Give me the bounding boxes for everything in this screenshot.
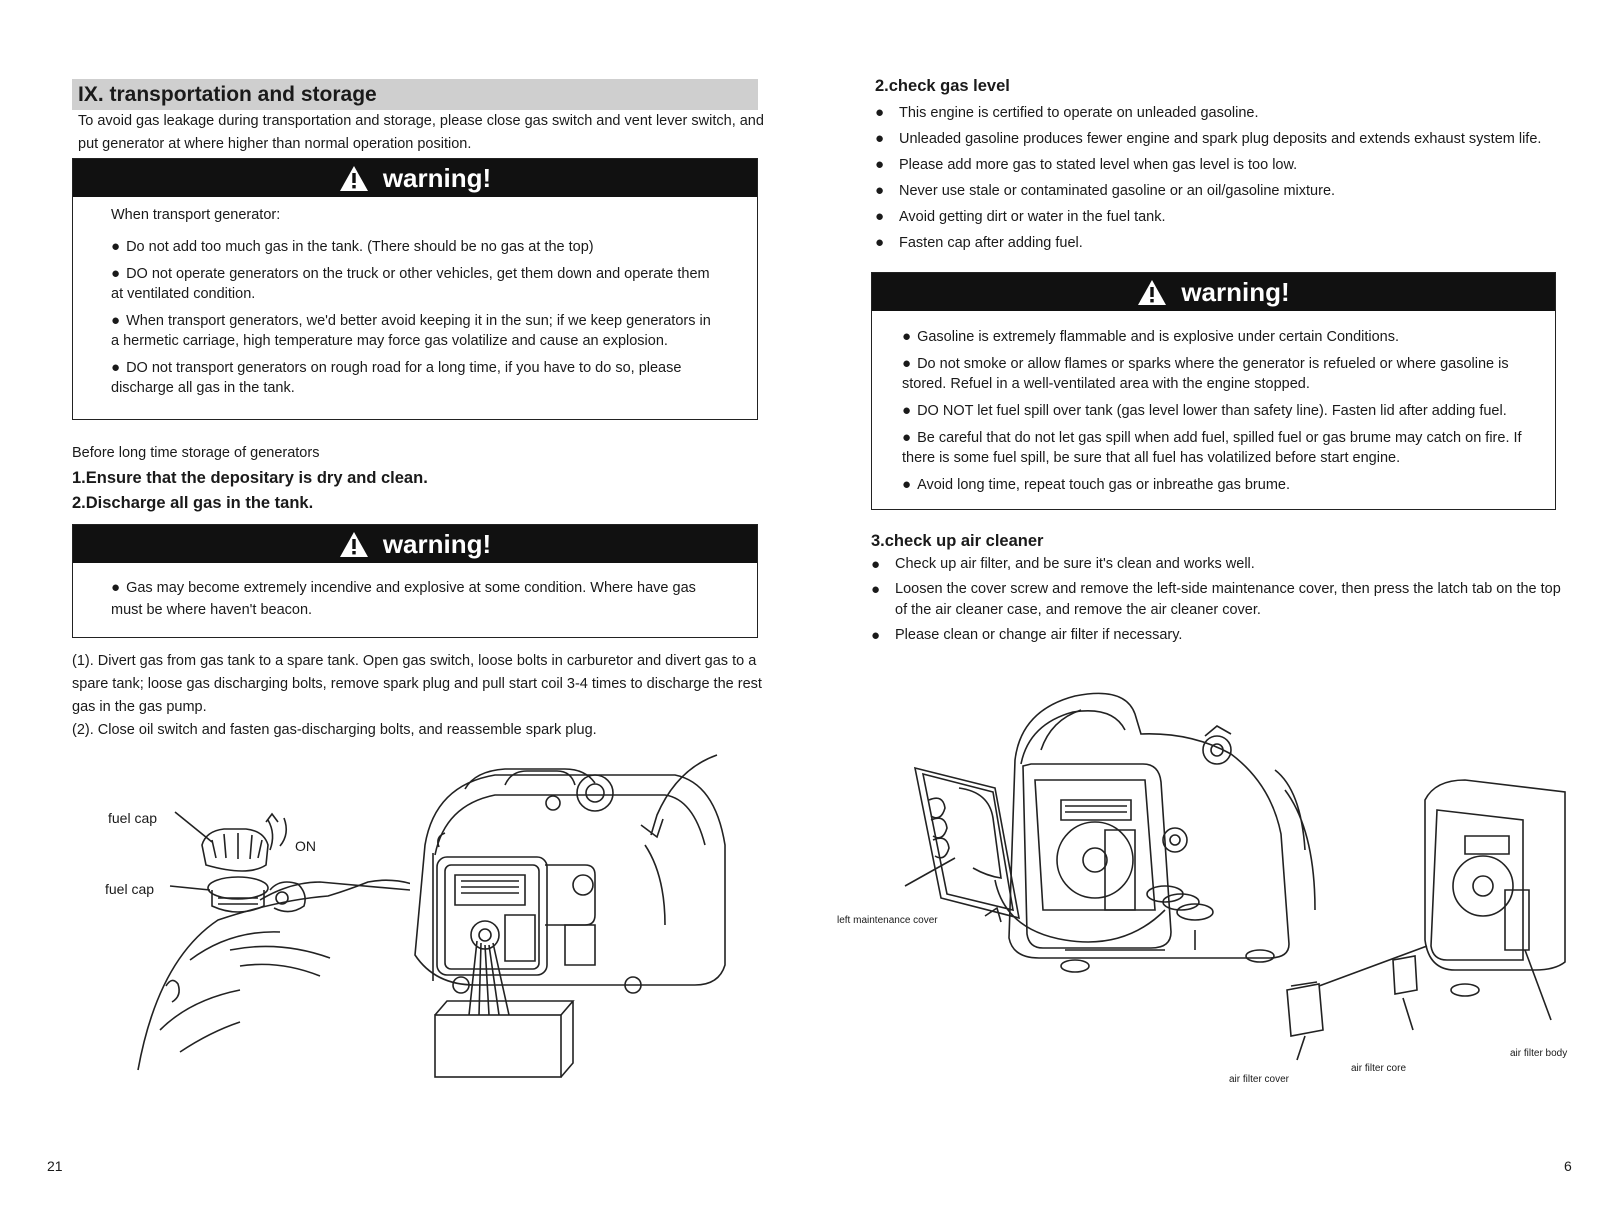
air-cleaner-illustration [904, 692, 1566, 1061]
right-page: 2.check gas level This engine is certifi… [805, 0, 1610, 1213]
fuel-cap-label-top: fuel cap [108, 810, 158, 826]
warning-header: warning! [73, 159, 757, 197]
storage-intro: Before long time storage of generators [72, 445, 320, 461]
warning-item: Do not smoke or allow flames or sparks w… [902, 354, 1535, 394]
warning-header: warning! [73, 525, 757, 563]
list-item: Check up air filter, and be sure it's cl… [871, 554, 1571, 575]
fuel-cap-illustration [137, 811, 410, 1071]
warning-item: DO NOT let fuel spill over tank (gas lev… [902, 401, 1535, 421]
generator-drain-illustration [414, 754, 726, 1078]
warning-item: Gas may become extremely incendive and e… [111, 577, 697, 621]
list-item: Please clean or change air filter if nec… [871, 625, 1571, 646]
air-filter-body-label: air filter body [1510, 1048, 1568, 1059]
warning-header: warning! [872, 273, 1555, 311]
page-number-right: 6 [1564, 1158, 1572, 1174]
warning-triangle-icon [339, 165, 368, 191]
warning-box-gasoline: warning! Gasoline is extremely flammable… [871, 272, 1556, 510]
fuel-cap-label-bottom: fuel cap [105, 881, 155, 897]
list-item: Fasten cap after adding fuel. [875, 230, 1595, 256]
list-item: Never use stale or contaminated gasoline… [875, 178, 1595, 204]
gas-level-heading: 2.check gas level [875, 77, 1010, 95]
warning-item: DO not transport generators on rough roa… [111, 358, 719, 398]
warning-item: Do not add too much gas in the tank. (Th… [111, 237, 719, 257]
warning-title: warning! [382, 528, 492, 559]
warning-box-gas: warning! Gas may become extremely incend… [72, 524, 758, 638]
list-item: This engine is certified to operate on u… [875, 100, 1595, 126]
air-cleaner-heading: 3.check up air cleaner [871, 532, 1044, 550]
warning-title: warning! [382, 162, 492, 193]
warning-item: Gasoline is extremely flammable and is e… [902, 327, 1535, 347]
discharge-step-1: (1). Divert gas from gas tank to a spare… [72, 653, 762, 715]
warning-heading: When transport generator: [111, 207, 281, 223]
warning-box-transport: warning! When transport generator: Do no… [72, 158, 758, 420]
air-filter-cover-label: air filter cover [1229, 1074, 1290, 1085]
storage-step-2: 2.Discharge all gas in the tank. [72, 494, 314, 512]
warning-title: warning! [1181, 276, 1290, 307]
warning-item: Avoid long time, repeat touch gas or inb… [902, 475, 1535, 495]
discharge-step-2: (2). Close oil switch and fasten gas-dis… [72, 722, 597, 738]
list-item: Please add more gas to stated level when… [875, 152, 1595, 178]
left-maintenance-cover-label: left maintenance cover [837, 915, 938, 926]
list-item: Avoid getting dirt or water in the fuel … [875, 204, 1595, 230]
warning-item: Be careful that do not let gas spill whe… [902, 428, 1535, 468]
page-number-left: 21 [47, 1158, 63, 1174]
air-cleaner-list: Check up air filter, and be sure it's cl… [871, 554, 1571, 646]
gas-level-list: This engine is certified to operate on u… [875, 100, 1595, 256]
warning-triangle-icon [339, 531, 368, 557]
on-label: ON [295, 838, 316, 854]
left-page: IX. transportation and storage To avoid … [0, 0, 805, 1213]
list-item: Unleaded gasoline produces fewer engine … [875, 126, 1595, 152]
warning-item: When transport generators, we'd better a… [111, 311, 719, 351]
warning-item: DO not operate generators on the truck o… [111, 264, 719, 304]
section-title: IX. transportation and storage [72, 79, 758, 110]
storage-step-1: 1.Ensure that the depositary is dry and … [72, 469, 428, 487]
list-item: Loosen the cover screw and remove the le… [871, 579, 1571, 621]
air-filter-core-label: air filter core [1351, 1063, 1407, 1074]
warning-triangle-icon [1138, 279, 1167, 305]
intro-text: To avoid gas leakage during transportati… [78, 113, 764, 152]
